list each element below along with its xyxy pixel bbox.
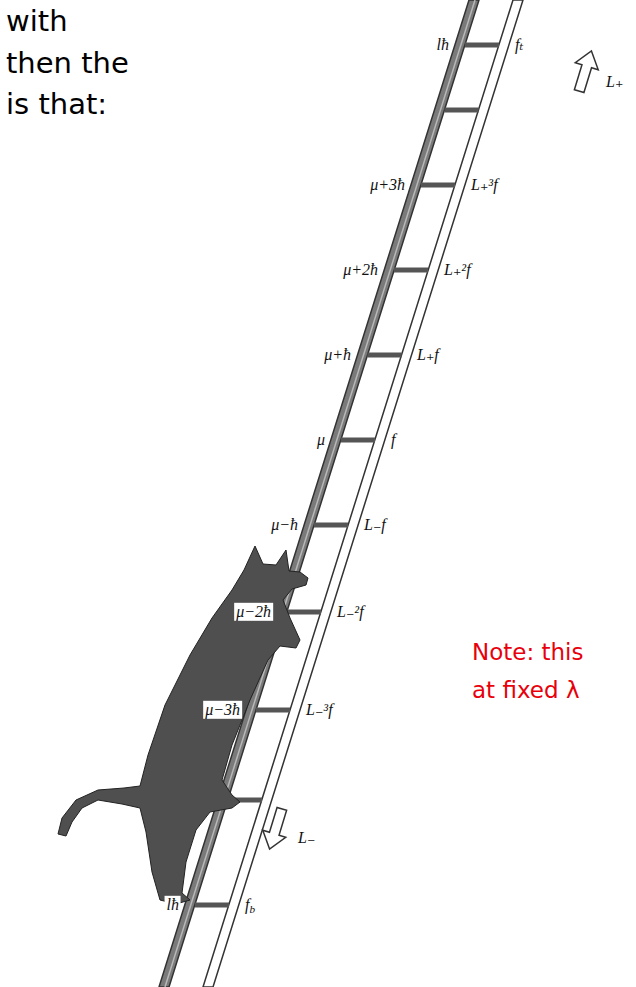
rung (195, 903, 229, 908)
slide-text: is that: (4, 88, 109, 121)
rung (256, 708, 290, 713)
right-rail (203, 0, 523, 987)
rung-state: L₋²f (335, 603, 366, 621)
rung-state: fb (243, 896, 257, 914)
rung-state: L₋³f (304, 701, 335, 719)
rung (314, 523, 348, 528)
slide-text: with (4, 5, 70, 38)
rung-eigenvalue: μ−3ħ (203, 701, 242, 719)
raise-arrow (568, 47, 603, 94)
rung-state: L₊f (415, 346, 441, 364)
lower-arrow (258, 805, 293, 852)
rung (445, 108, 479, 113)
rung-eigenvalue: lħ (165, 896, 181, 914)
ladder (159, 0, 523, 987)
rung-state: fₜ (513, 36, 525, 54)
cat-silhouette (58, 546, 308, 904)
rung-eigenvalue: μ+3ħ (368, 176, 407, 194)
left-rail-shade (165, 0, 475, 987)
rung-eigenvalue: μ+ħ (322, 346, 353, 364)
rung-eigenvalue: μ+2ħ (341, 261, 380, 279)
rung-eigenvalue: lħ (435, 36, 451, 54)
rung (368, 353, 402, 358)
note-text: at fixed λ (470, 677, 582, 703)
rung (394, 268, 428, 273)
rung-state: f (389, 431, 397, 449)
note-text: Note: this (470, 639, 585, 665)
left-rail (159, 0, 479, 987)
rung (341, 438, 375, 443)
rung-state: L₊²f (442, 261, 473, 279)
rung (421, 183, 455, 188)
rung (465, 43, 499, 48)
rung-eigenvalue: μ−2ħ (234, 603, 273, 621)
operator-label: L₊ (604, 73, 625, 91)
slide-text: then the (4, 47, 131, 80)
rung (287, 610, 321, 615)
rungs (195, 45, 499, 905)
rung-state: L₋f (362, 516, 388, 534)
rung-eigenvalue: μ−ħ (269, 516, 300, 534)
rung-state: L₊³f (469, 176, 500, 194)
rung-eigenvalue: μ (315, 431, 327, 449)
operator-label: L₋ (296, 829, 317, 847)
